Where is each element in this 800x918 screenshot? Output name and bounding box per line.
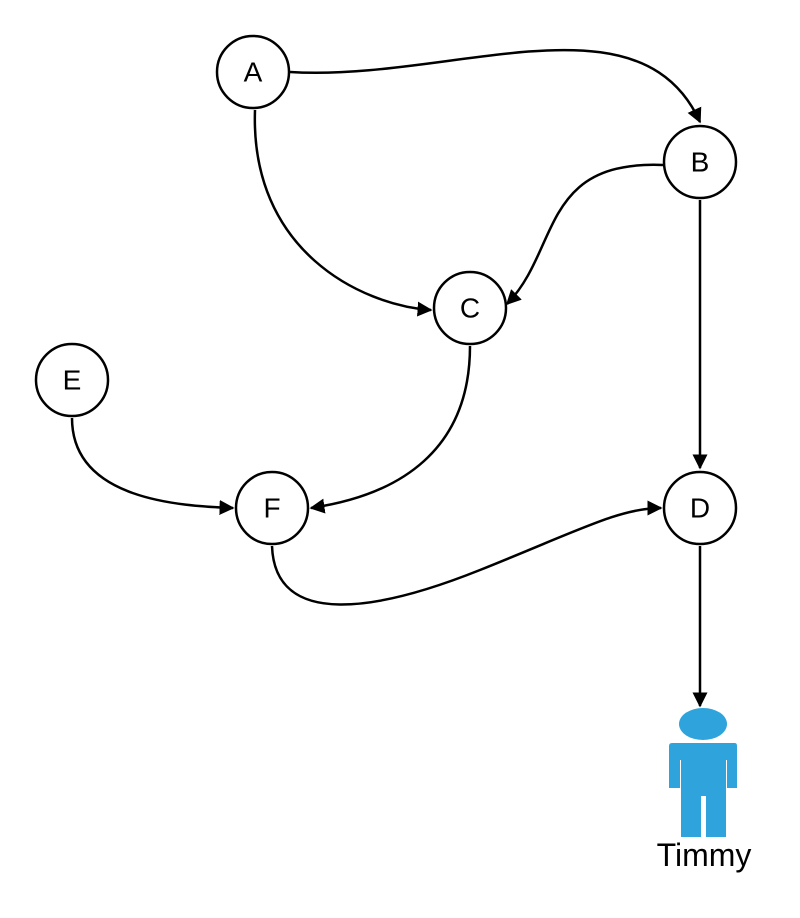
edge-f-d xyxy=(270,500,663,606)
node-b-label: B xyxy=(691,147,710,178)
edge-a-c xyxy=(253,109,433,317)
edge-b-c xyxy=(505,163,664,306)
edge-c-f xyxy=(309,345,472,514)
node-e: E xyxy=(34,342,110,418)
node-f-label: F xyxy=(263,493,280,524)
person-label: Timmy xyxy=(657,837,752,873)
node-a-label: A xyxy=(244,57,263,88)
node-c-label: C xyxy=(460,293,480,324)
node-f: F xyxy=(234,470,310,546)
node-c: C xyxy=(432,270,508,346)
node-d: D xyxy=(662,470,738,546)
node-a: A xyxy=(215,34,291,110)
edge-e-f xyxy=(70,417,235,515)
node-b: B xyxy=(662,124,738,200)
node-e-label: E xyxy=(63,365,82,396)
node-d-label: D xyxy=(690,493,710,524)
edge-a-b xyxy=(289,48,702,124)
person-icon xyxy=(669,708,737,837)
